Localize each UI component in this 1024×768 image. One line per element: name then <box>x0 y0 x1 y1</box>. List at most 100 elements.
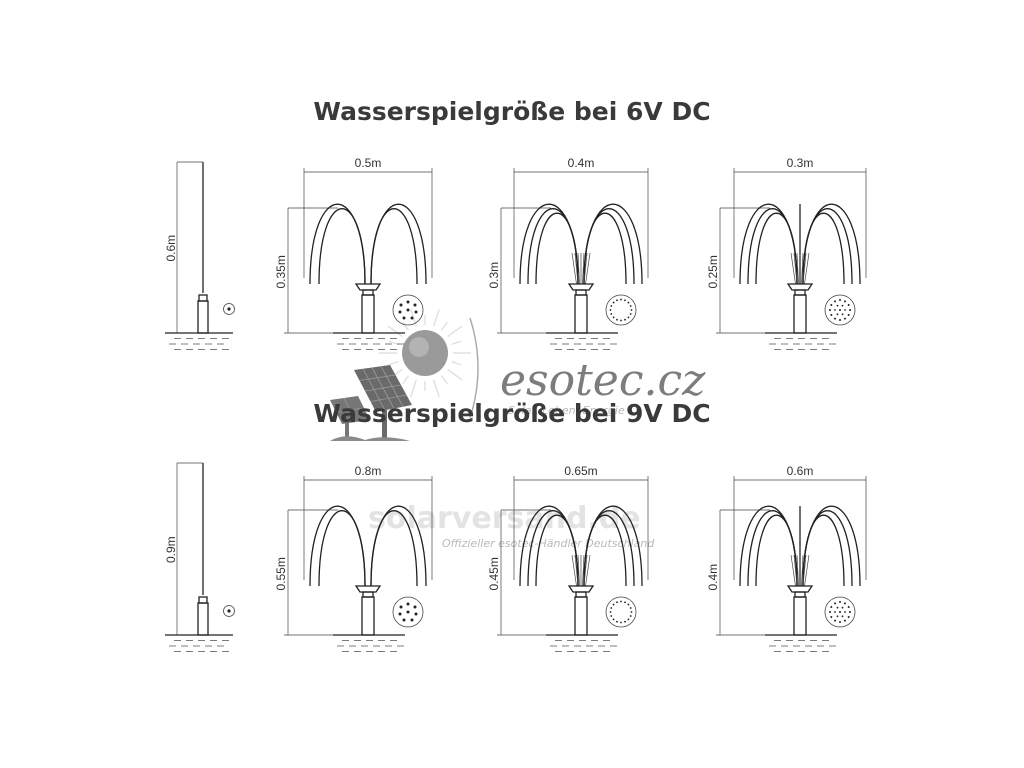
water-jet <box>527 208 579 285</box>
nozzle-head <box>198 294 208 302</box>
section-2: Wasserspielgröße bei 9V DC0.9m0.8m0.55m0… <box>164 399 867 652</box>
water-jet <box>370 203 427 285</box>
brand-watermark: esotec.cz <box>500 355 706 406</box>
nozzle-bowl <box>354 585 382 593</box>
height-label: 0.25m <box>706 255 720 288</box>
water-jet <box>755 212 798 285</box>
water-jet <box>802 212 845 285</box>
ground-icon <box>330 436 410 441</box>
site-tagline: Offizieller esotec-Händler Deutschland <box>442 537 655 550</box>
water-spray <box>571 252 577 285</box>
site-watermark: solarversand.de <box>368 501 641 536</box>
water-spray <box>796 554 799 587</box>
water-jet <box>802 514 845 587</box>
fountain-figure-1: 0.5m0.35m <box>274 156 433 350</box>
nozzle-bowl <box>786 585 814 593</box>
water-spray <box>574 252 579 285</box>
water-jet <box>309 505 366 587</box>
nozzle-neck <box>575 289 587 296</box>
fountain-figure-1: 0.8m 0.55m <box>274 464 433 652</box>
water-spray <box>585 554 591 587</box>
fountain-figure-3: 0.6m 0.4m <box>706 464 867 652</box>
width-label: 0.4m <box>568 156 595 170</box>
pump-body <box>197 300 209 334</box>
pump-body <box>574 294 588 334</box>
water-jet <box>583 514 627 587</box>
water-jet <box>755 514 798 587</box>
water-jet <box>802 510 853 587</box>
water-surface <box>765 634 837 652</box>
nozzle-neck <box>575 591 587 598</box>
water-surface <box>333 332 405 350</box>
water-jet <box>318 208 366 285</box>
water-spray <box>583 554 588 587</box>
water-jet <box>370 208 418 285</box>
water-surface <box>165 332 233 350</box>
water-spray <box>804 252 810 285</box>
water-spray <box>801 554 804 587</box>
water-jet <box>535 514 579 587</box>
water-spray <box>583 252 588 285</box>
fountain-figure-2: 0.4m0.3m <box>487 156 649 350</box>
sun-icon <box>379 309 471 397</box>
height-label: 0.35m <box>274 255 288 288</box>
nozzle-neck <box>362 591 374 598</box>
divider-arc <box>469 317 479 419</box>
water-spray <box>801 252 804 285</box>
water-surface <box>165 634 233 652</box>
dots-nozzle-icon <box>392 294 424 326</box>
dots-nozzle-icon <box>392 596 424 628</box>
water-jet <box>747 208 798 285</box>
pump-body <box>197 602 209 636</box>
pump-body <box>361 596 375 636</box>
water-jet <box>309 203 366 285</box>
section-1: Wasserspielgröße bei 6V DC0.6m0.5m0.35m0… <box>164 97 867 350</box>
height-label: 0.55m <box>274 557 288 590</box>
width-label: 0.6m <box>787 464 814 478</box>
ring-dots-nozzle-icon <box>824 596 856 628</box>
ring-nozzle-icon <box>605 596 637 628</box>
water-jet <box>747 510 798 587</box>
water-jet <box>318 510 366 587</box>
nozzle-bowl <box>567 283 595 291</box>
water-spray <box>585 252 591 285</box>
height-label: 0.6m <box>164 235 178 262</box>
nozzle-neck <box>794 289 806 296</box>
nozzle-head <box>198 596 208 604</box>
height-label: 0.4m <box>706 564 720 591</box>
water-jet <box>370 510 418 587</box>
brand-tagline: Solar. Leben. Energie <box>508 404 625 417</box>
nozzle-bowl <box>354 283 382 291</box>
water-spray <box>790 252 796 285</box>
pump-body <box>574 596 588 636</box>
width-label: 0.8m <box>355 464 382 478</box>
water-surface <box>333 634 405 652</box>
water-spray <box>577 252 580 285</box>
section-title: Wasserspielgröße bei 6V DC <box>313 97 710 126</box>
ring-dots-nozzle-icon <box>824 294 856 326</box>
water-jet <box>802 208 853 285</box>
pump-body <box>793 596 807 636</box>
single-nozzle-icon <box>223 605 235 617</box>
water-surface <box>546 332 618 350</box>
water-surface <box>765 332 837 350</box>
water-spray <box>574 554 579 587</box>
water-spray <box>802 554 807 587</box>
water-spray <box>571 554 577 587</box>
fountain-figure-3: 0.3m 0.25m <box>706 156 867 350</box>
water-spray <box>802 252 807 285</box>
solar-panel-icon <box>354 365 412 440</box>
water-jet <box>583 208 635 285</box>
pump-body <box>793 294 807 334</box>
single-jet: 0.6m <box>164 161 235 350</box>
width-label: 0.65m <box>564 464 597 478</box>
nozzle-bowl <box>786 283 814 291</box>
pump-body <box>361 294 375 334</box>
water-spray <box>582 554 585 587</box>
nozzle-bowl <box>567 585 595 593</box>
section-title: Wasserspielgröße bei 9V DC <box>313 399 710 428</box>
width-label: 0.3m <box>787 156 814 170</box>
